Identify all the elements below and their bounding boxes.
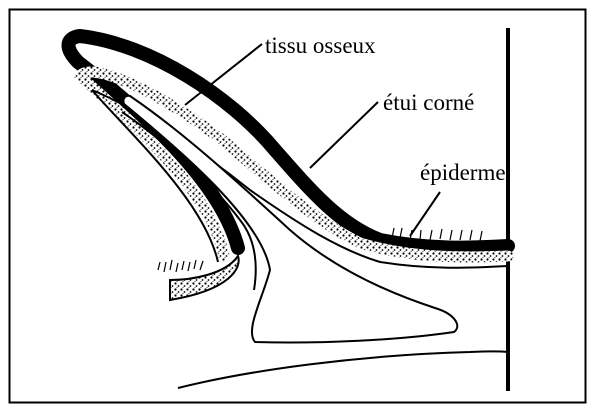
label-horn-sheath: étui corné (383, 90, 474, 115)
leader-epidermis (410, 192, 440, 236)
label-bone-tissue: tissu osseux (265, 33, 376, 58)
epidermis-hair-left (158, 260, 203, 272)
skull-base-line (178, 351, 508, 388)
label-epidermis: épiderme (420, 160, 506, 185)
bone-core-outline (123, 96, 457, 343)
horn-base-fold (170, 256, 239, 300)
leader-sheath (310, 102, 378, 168)
